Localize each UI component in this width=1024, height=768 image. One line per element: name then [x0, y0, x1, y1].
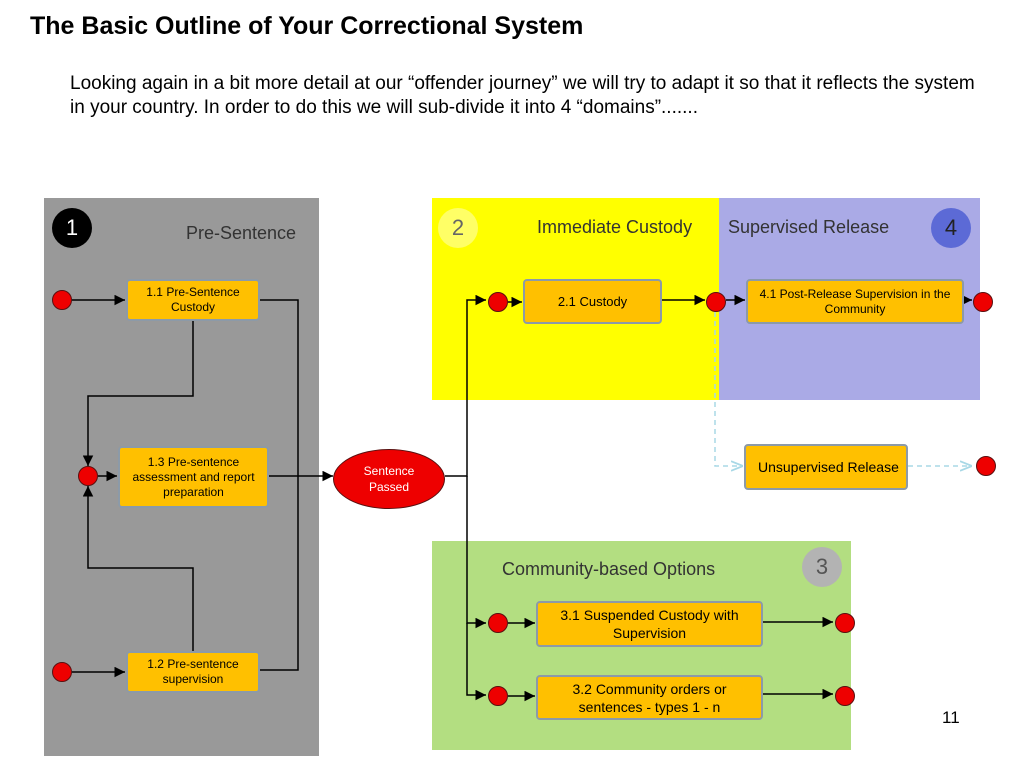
step-1-2-pre-sentence-supervision: 1.2 Pre-sentence supervision [126, 651, 260, 693]
node-dot-2-1-start [488, 292, 508, 312]
connector-sentence-branch [445, 294, 486, 477]
node-dot-3-1-end [835, 613, 855, 633]
step-2-1-custody: 2.1 Custody [523, 279, 662, 324]
domain-pre-sentence-label: Pre-Sentence [186, 223, 297, 243]
node-dot-1-1-start [52, 290, 72, 310]
step-1-3-assessment: 1.3 Pre-sentence assessment and report p… [118, 446, 269, 508]
node-dot-3-1-start [488, 613, 508, 633]
connector-1-1-right [260, 299, 299, 671]
decision-sentence-passed: Sentence Passed [333, 449, 445, 509]
domain-supervised-release-label: Supervised Release [728, 217, 890, 237]
domain-immediate-custody-label: Immediate Custody [537, 217, 693, 237]
node-dot-4-1-end [973, 292, 993, 312]
step-unsupervised-release: Unsupervised Release [744, 444, 908, 490]
step-3-2-community-orders: 3.2 Community orders or sentences - type… [536, 675, 763, 720]
connector-1-2-to-1-3 [82, 486, 194, 652]
domain-badge-4: 4 [931, 208, 971, 248]
step-4-1-post-release-supervision: 4.1 Post-Release Supervision in the Comm… [746, 279, 964, 324]
domain-badge-2: 2 [438, 208, 478, 248]
connector-branch-3-2 [466, 623, 486, 701]
connector-dashed-to-unsupervised [714, 312, 743, 466]
node-dot-1-3-start [78, 466, 98, 486]
node-dot-2-1-end [706, 292, 726, 312]
node-dot-1-2-start [52, 662, 72, 682]
step-1-1-pre-sentence-custody: 1.1 Pre-Sentence Custody [126, 279, 260, 321]
connector-1-1-to-1-3 [82, 320, 194, 466]
node-dot-unsupervised-end [976, 456, 996, 476]
node-dot-3-2-start [488, 686, 508, 706]
page-number: 11 [942, 708, 960, 727]
domain-community-label: Community-based Options [502, 559, 716, 579]
node-dot-3-2-end [835, 686, 855, 706]
domain-badge-3: 3 [802, 547, 842, 587]
connector-branch-3-1 [466, 476, 486, 629]
step-3-1-suspended-custody: 3.1 Suspended Custody with Supervision [536, 601, 763, 647]
intro-text: Looking again in a bit more detail at ou… [70, 73, 975, 118]
slide-title: The Basic Outline of Your Correctional S… [30, 12, 584, 40]
domain-badge-1: 1 [52, 208, 92, 248]
